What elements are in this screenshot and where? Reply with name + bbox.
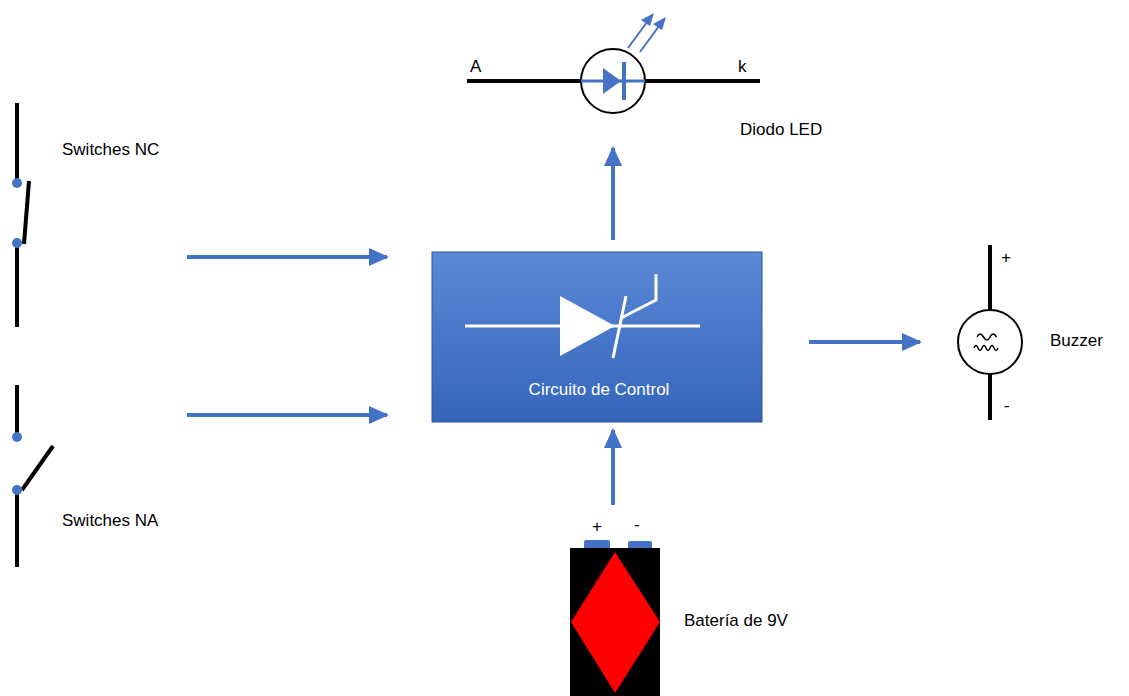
anode-label: A — [470, 57, 481, 77]
nc-switch-symbol — [12, 103, 29, 327]
buzzer-plus: + — [1001, 248, 1011, 268]
node-label: Switches NA — [62, 511, 158, 531]
signal-arrow — [187, 413, 387, 417]
led-component: Diodo LED — [462, 40, 862, 145]
node-label: Switches NC — [62, 140, 159, 160]
signal-arrow — [187, 255, 387, 259]
nc-switch: Switches NC — [5, 95, 185, 335]
battery-symbol — [570, 540, 660, 696]
buzzer-symbol — [958, 245, 1022, 420]
control-circuit: Circuito de Control — [432, 252, 766, 422]
battery-plus: + — [592, 517, 602, 537]
battery-minus: - — [634, 515, 640, 535]
signal-arrow — [611, 430, 615, 505]
node-label: Diodo LED — [740, 120, 822, 140]
buzzer-minus: - — [1004, 396, 1010, 416]
signal-arrow — [611, 148, 615, 240]
node-label: Batería de 9V — [684, 611, 788, 631]
battery: Batería de 9V — [565, 510, 795, 696]
cathode-label: k — [738, 57, 747, 77]
node-label: Circuito de Control — [432, 380, 766, 400]
signal-arrow — [809, 340, 920, 344]
na-switch: Switches NA — [5, 380, 185, 575]
led-symbol — [467, 13, 760, 113]
na-switch-symbol — [12, 385, 53, 567]
buzzer: Buzzer — [922, 240, 1122, 425]
node-label: Buzzer — [1050, 331, 1103, 351]
